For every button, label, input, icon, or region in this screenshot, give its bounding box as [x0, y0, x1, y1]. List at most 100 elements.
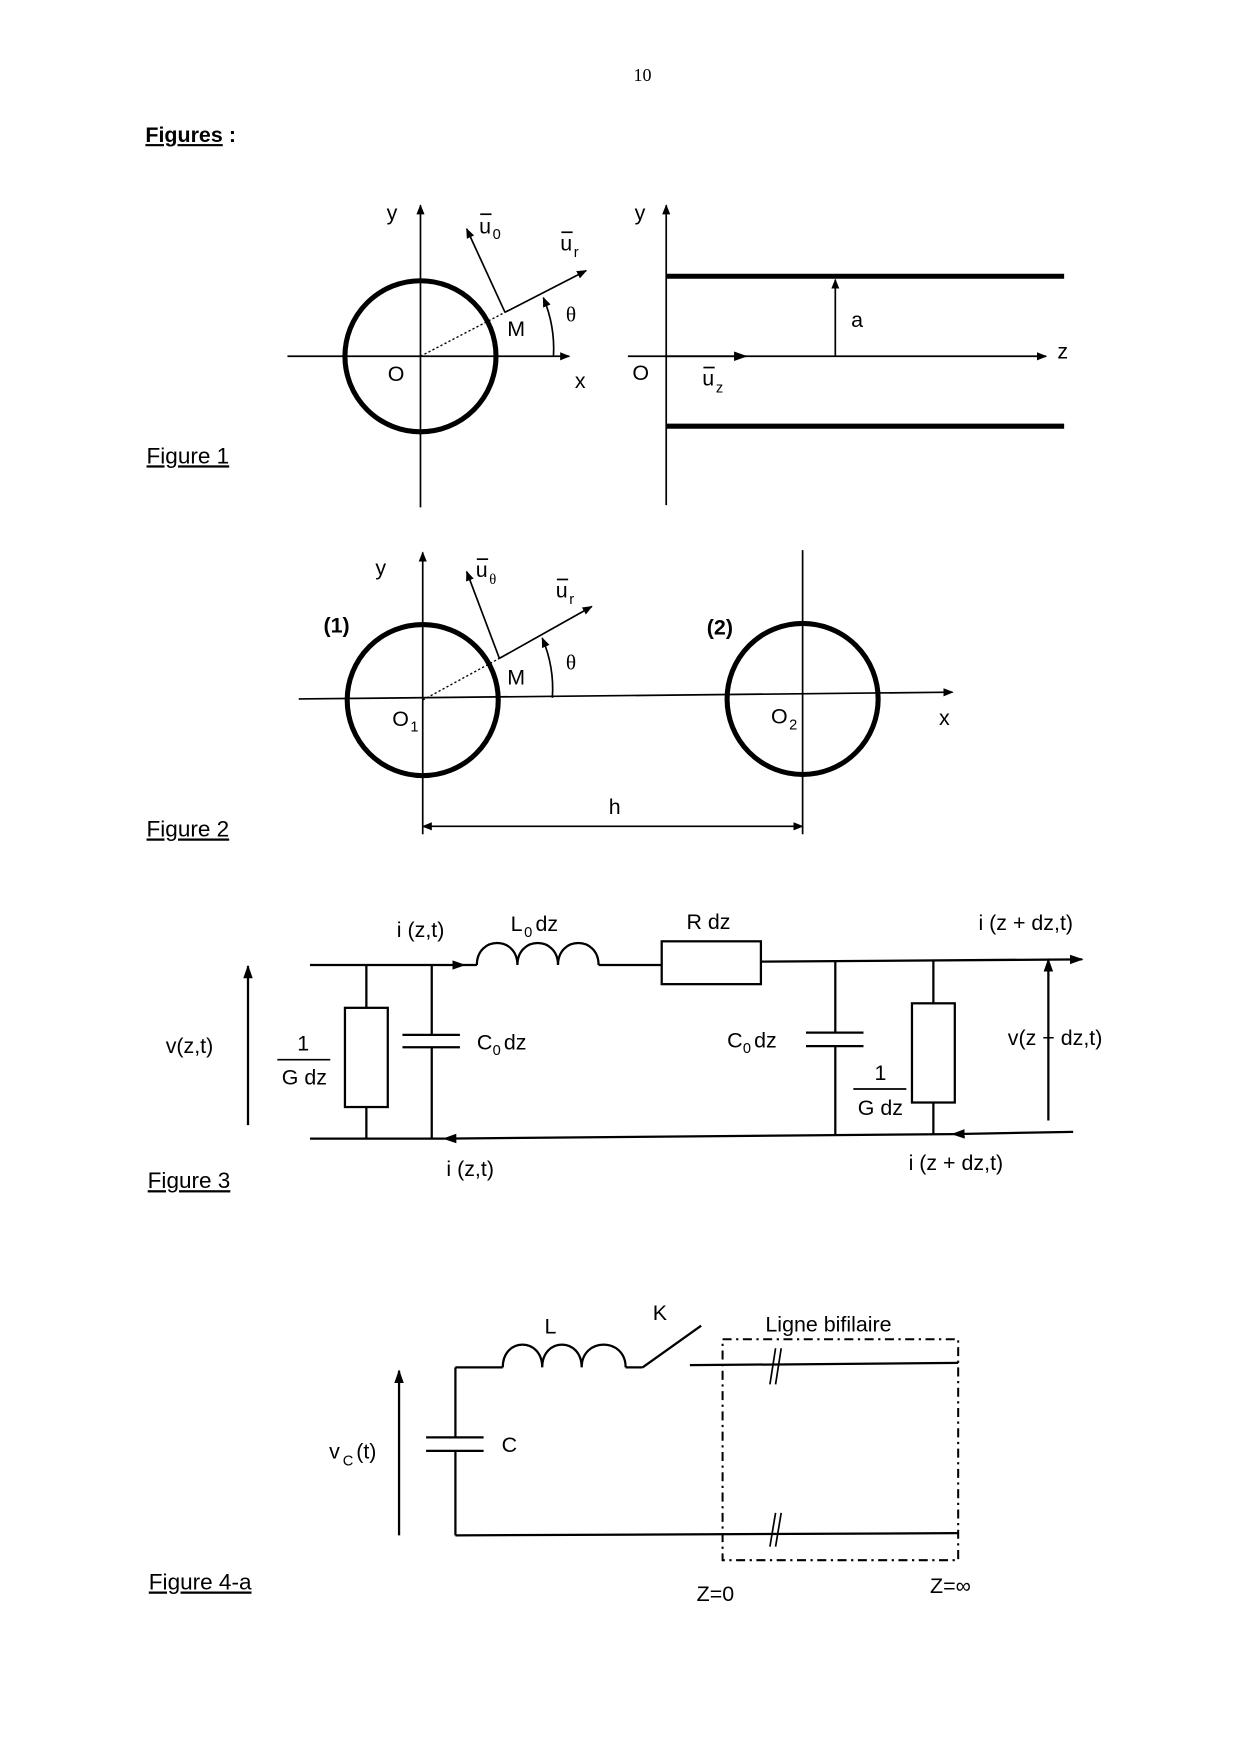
break-mark [769, 1348, 777, 1385]
radius-a-label: a [851, 308, 863, 332]
conductance-left-label: 1 G dz [277, 1032, 331, 1089]
vector-subscript: r [569, 592, 574, 608]
voltage-out-label: v(z + dz,t) [1008, 1026, 1103, 1050]
output-return-current-arrow [951, 1129, 1074, 1139]
figure-1-longitudinal: y z O a u z [627, 201, 1068, 506]
inductor-suffix: dz [535, 912, 558, 936]
output-current-arrow [760, 954, 1084, 965]
line-break-marks-bottom [769, 1512, 783, 1547]
fraction-denominator: G dz [858, 1096, 903, 1120]
angle-theta-label: θ [566, 651, 576, 675]
origin-label: O [388, 362, 405, 386]
line-label: Ligne bifilaire [765, 1312, 891, 1336]
figure-4a-caption: Figure 4-a [149, 1570, 252, 1595]
x-axis-label: x [939, 706, 950, 730]
input-return-current-arrow [442, 1132, 953, 1144]
y-axis-label: y [375, 556, 386, 580]
conductor-2-label: (2) [707, 616, 733, 640]
angle-arc [541, 637, 554, 698]
vector-symbol: u [702, 367, 714, 391]
conductance-left-resistor [343, 1006, 389, 1109]
transmission-line-box [721, 1338, 960, 1562]
vector-u-r-label: u r [556, 579, 575, 609]
origin-symbol: O [771, 705, 788, 729]
capacitor-symbol: C [727, 1028, 742, 1052]
vector-symbol: u [479, 214, 491, 238]
capacitor-left-label: C 0 dz [477, 1031, 527, 1060]
conductor-1-circle [344, 622, 501, 779]
vector-u-z-label: u z [702, 367, 723, 397]
voltage-vc-label: v C (t) [329, 1440, 376, 1470]
x-axis [298, 688, 954, 700]
input-current-top-label: i (z,t) [397, 918, 445, 942]
output-current-bottom-label: i (z + dz,t) [909, 1151, 1004, 1175]
vector-subscript: z [716, 380, 723, 396]
x-axis-label: x [575, 369, 586, 393]
inductor-symbol: L [511, 912, 523, 936]
page-number: 10 [634, 65, 652, 85]
conductance-right-resistor [910, 1002, 956, 1104]
origin-2-label: O 2 [771, 705, 797, 734]
z-end-label: Z=∞ [930, 1574, 971, 1598]
conductor-2-circle [724, 620, 881, 778]
origin-1-label: O 1 [392, 707, 418, 736]
origin-label: O [632, 361, 649, 385]
conductor-circle [342, 278, 499, 435]
vector-u-theta-arrow [465, 570, 501, 659]
y-axis-label: y [387, 201, 398, 225]
vector-u-theta-label: u θ [476, 558, 497, 588]
switch-k-label: K [653, 1301, 668, 1325]
fraction-denominator: G dz [282, 1065, 327, 1089]
figure-2: y x (1) (2) M θ h O 1 O 2 u θ u r Figure… [147, 550, 954, 841]
inductor-subscript: 0 [524, 925, 532, 941]
figure-1: y x O M θ u 0 u r y z [147, 201, 1068, 508]
vector-u-r-arrow [498, 605, 593, 660]
figure-4a: L K C Ligne bifilaire v C (t) Z=0 Z=∞ Fi… [149, 1301, 971, 1606]
inductor-l0dz [475, 941, 600, 966]
input-current-bottom-label: i (z,t) [446, 1157, 494, 1181]
figure-1-cross-section: y x O M θ u 0 u r [287, 201, 588, 508]
figure-1-caption: Figure 1 [147, 443, 230, 468]
z-start-label: Z=0 [697, 1582, 735, 1606]
capacitor-subscript: 0 [493, 1043, 501, 1059]
switch-k-blade [641, 1324, 702, 1369]
origin-subscript: 1 [410, 720, 418, 736]
conductor-1-label: (1) [324, 613, 350, 637]
vector-u-r-arrow [504, 269, 588, 314]
vector-symbol: u [556, 579, 568, 603]
distance-h-label: h [609, 795, 621, 819]
inductor-label: L 0 dz [511, 912, 558, 941]
resistor-rdz [660, 940, 763, 986]
conductance-right-label: 1 G dz [853, 1061, 907, 1120]
capacitor-suffix: dz [754, 1028, 777, 1052]
fraction-numerator: 1 [874, 1061, 886, 1085]
figure-3-caption: Figure 3 [148, 1168, 231, 1193]
voltage-subscript: C [343, 1454, 354, 1470]
capacitor-subscript: 0 [743, 1041, 751, 1057]
vector-u-theta-label: u 0 [479, 213, 501, 243]
voltage-in-label: v(z,t) [166, 1034, 214, 1058]
capacitor-right-label: C 0 dz [727, 1028, 777, 1057]
vector-u-theta-arrow [465, 227, 506, 313]
figure-2-caption: Figure 2 [147, 816, 230, 841]
line-bottom-wire [455, 1532, 959, 1537]
resistor-label: R dz [687, 910, 731, 934]
origin-subscript: 2 [789, 717, 797, 733]
break-mark [774, 1512, 783, 1547]
angle-arc [542, 296, 555, 357]
angle-theta-label: θ [566, 302, 576, 326]
y-axis-label: y [635, 201, 646, 225]
vector-subscript: r [574, 245, 579, 261]
z-axis-label: z [1057, 340, 1068, 364]
inductor-l-label: L [544, 1315, 556, 1339]
capacitor-symbol: C [477, 1031, 492, 1055]
break-mark [774, 1348, 783, 1385]
section-title: Figures : [145, 123, 236, 147]
vector-subscript: θ [489, 572, 496, 588]
break-mark [769, 1512, 777, 1547]
line-top-wire [689, 1361, 959, 1367]
vector-subscript: 0 [493, 227, 501, 243]
radius-dotted-line [422, 657, 500, 701]
output-current-top-label: i (z + dz,t) [978, 911, 1073, 935]
